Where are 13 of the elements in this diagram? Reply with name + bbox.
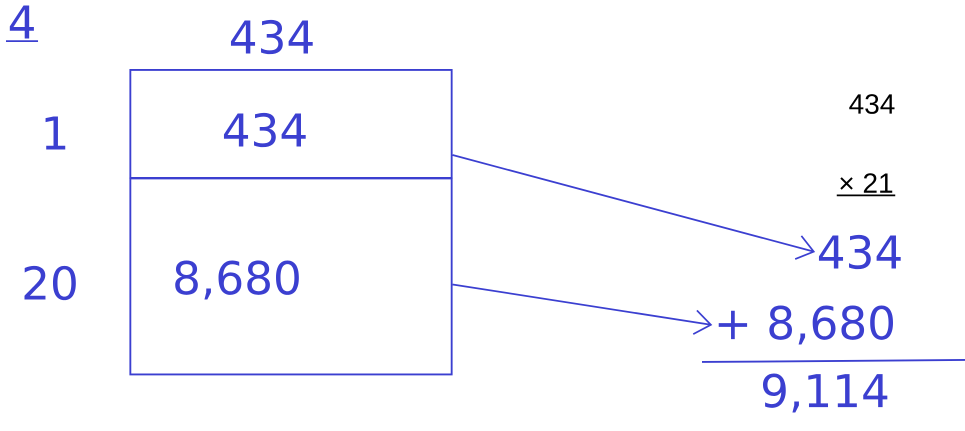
arrow (452, 284, 712, 335)
column-number: 434 (230, 20, 313, 54)
arrow (452, 154, 816, 260)
multiplier-digit: 4 (6, 5, 38, 42)
row-number: 1 (46, 116, 66, 150)
multiplier-number: × 21 (836, 173, 896, 196)
product-cell: 8,680 (129, 178, 453, 376)
partial-product: 434 (818, 234, 901, 270)
multiplicand-number: 434 (849, 94, 895, 114)
sum-number: 9,114 (762, 374, 888, 412)
row-number: 20 (24, 266, 76, 300)
partial-product: + 8,680 (718, 306, 893, 344)
product-cell: 434 (129, 69, 453, 179)
